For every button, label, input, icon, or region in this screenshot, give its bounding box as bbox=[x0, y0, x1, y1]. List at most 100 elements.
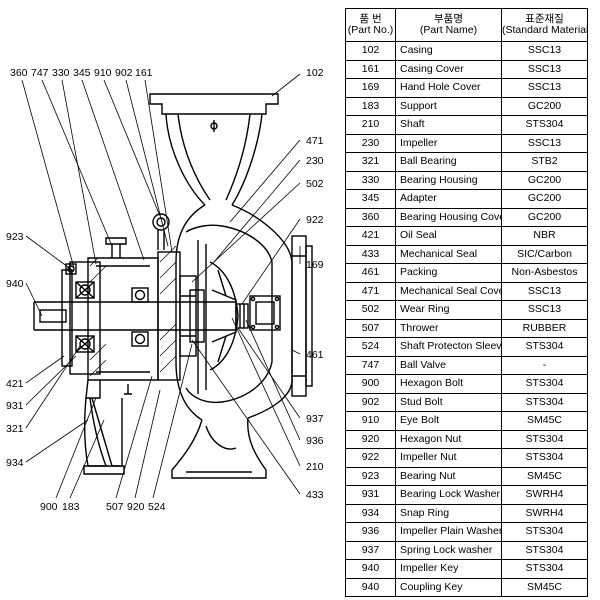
callout-920: 920 bbox=[127, 501, 145, 513]
callout-937: 937 bbox=[306, 413, 324, 425]
callout-161: 161 bbox=[135, 67, 153, 79]
material-cell: SM45C bbox=[501, 411, 588, 431]
material-cell: STS304 bbox=[501, 540, 588, 560]
pump-cross-section-drawing: 360 747 330 345 910 902 161 102 471 230 … bbox=[6, 67, 324, 513]
part-name-cell: Hand Hole Cover bbox=[395, 78, 502, 98]
ball-bearing-inner bbox=[131, 287, 149, 347]
discharge-nozzle bbox=[165, 113, 263, 206]
callout-330: 330 bbox=[52, 67, 70, 79]
part-no-cell: 922 bbox=[345, 448, 396, 468]
material-cell: GC200 bbox=[501, 207, 588, 227]
part-no-cell: 433 bbox=[345, 244, 396, 264]
part-no-cell: 502 bbox=[345, 300, 396, 320]
material-cell: - bbox=[501, 355, 588, 375]
material-cell: Non-Asbestos bbox=[501, 263, 588, 283]
impeller bbox=[209, 261, 239, 371]
part-no-cell: 524 bbox=[345, 337, 396, 357]
part-name-cell: Ball Valve bbox=[395, 355, 502, 375]
callout-936: 936 bbox=[306, 435, 324, 447]
material-cell: STS304 bbox=[501, 522, 588, 542]
part-name-cell: Shaft bbox=[395, 115, 502, 135]
part-name-cell: Casing Cover bbox=[395, 59, 502, 79]
header-standard-material: 표준재질 (Standard Material) bbox=[501, 8, 588, 42]
header-part-no: 품 번 (Part No.) bbox=[345, 8, 396, 42]
material-cell: STS304 bbox=[501, 115, 588, 135]
part-name-cell: Bearing Housing Cover bbox=[395, 207, 502, 227]
callout-321: 321 bbox=[6, 423, 24, 435]
part-name-cell: Casing bbox=[395, 41, 502, 61]
material-cell: STS304 bbox=[501, 559, 588, 579]
callout-360: 360 bbox=[10, 67, 28, 79]
part-name-cell: Oil Seal bbox=[395, 226, 502, 246]
part-name-cell: Impeller Nut bbox=[395, 448, 502, 468]
callout-931: 931 bbox=[6, 400, 24, 412]
callout-102: 102 bbox=[306, 67, 324, 79]
ball-valve bbox=[105, 237, 127, 258]
callout-922: 922 bbox=[306, 214, 324, 226]
callout-461: 461 bbox=[306, 349, 324, 361]
callout-900: 900 bbox=[40, 501, 58, 513]
suction-flange bbox=[291, 235, 307, 397]
part-name-cell: Snap Ring bbox=[395, 503, 502, 523]
part-no-cell: 321 bbox=[345, 152, 396, 172]
part-name-cell: Thrower bbox=[395, 318, 502, 338]
material-cell: GC200 bbox=[501, 170, 588, 190]
discharge-flange bbox=[149, 93, 279, 115]
part-no-cell: 937 bbox=[345, 540, 396, 560]
part-no-cell: 902 bbox=[345, 392, 396, 412]
part-no-cell: 920 bbox=[345, 429, 396, 449]
part-name-cell: Impeller Key bbox=[395, 559, 502, 579]
bearing-housing bbox=[69, 261, 101, 375]
callout-524: 524 bbox=[148, 501, 166, 513]
callout-345: 345 bbox=[73, 67, 91, 79]
part-name-cell: Hexagon Nut bbox=[395, 429, 502, 449]
part-no-cell: 747 bbox=[345, 355, 396, 375]
part-name-cell: Wear Ring bbox=[395, 300, 502, 320]
header-part-name: 부품명 (Part Name) bbox=[395, 8, 502, 42]
part-name-cell: Eye Bolt bbox=[395, 411, 502, 431]
material-cell: STS304 bbox=[501, 392, 588, 412]
part-no-cell: 230 bbox=[345, 133, 396, 153]
material-cell: STS304 bbox=[501, 337, 588, 357]
part-name-cell: Mechanical Seal bbox=[395, 244, 502, 264]
callout-934: 934 bbox=[6, 457, 24, 469]
material-cell: SSC13 bbox=[501, 41, 588, 61]
part-name-cell: Impeller Plain Washer bbox=[395, 522, 502, 542]
callout-169: 169 bbox=[306, 259, 324, 271]
part-no-cell: 360 bbox=[345, 207, 396, 227]
callout-230: 230 bbox=[306, 155, 324, 167]
material-cell: STS304 bbox=[501, 429, 588, 449]
part-name-cell: Bearing Nut bbox=[395, 466, 502, 486]
part-name-cell: Mechanical Seal Cover bbox=[395, 281, 502, 301]
callout-902: 902 bbox=[115, 67, 133, 79]
part-no-cell: 421 bbox=[345, 226, 396, 246]
parts-list-table: 품 번 (Part No.) 부품명 (Part Name) 표준재질 (Sta… bbox=[345, 8, 588, 597]
material-cell: SIC/Carbon bbox=[501, 244, 588, 264]
shaft-sleeve bbox=[189, 289, 205, 343]
part-no-cell: 161 bbox=[345, 59, 396, 79]
callout-471: 471 bbox=[306, 135, 324, 147]
part-no-cell: 471 bbox=[345, 281, 396, 301]
material-cell: RUBBER bbox=[501, 318, 588, 338]
part-no-cell: 461 bbox=[345, 263, 396, 283]
part-no-cell: 900 bbox=[345, 374, 396, 394]
part-name-cell: Adapter bbox=[395, 189, 502, 209]
ball-bearing bbox=[75, 281, 95, 353]
callout-183: 183 bbox=[62, 501, 80, 513]
casing-foot bbox=[171, 417, 267, 479]
